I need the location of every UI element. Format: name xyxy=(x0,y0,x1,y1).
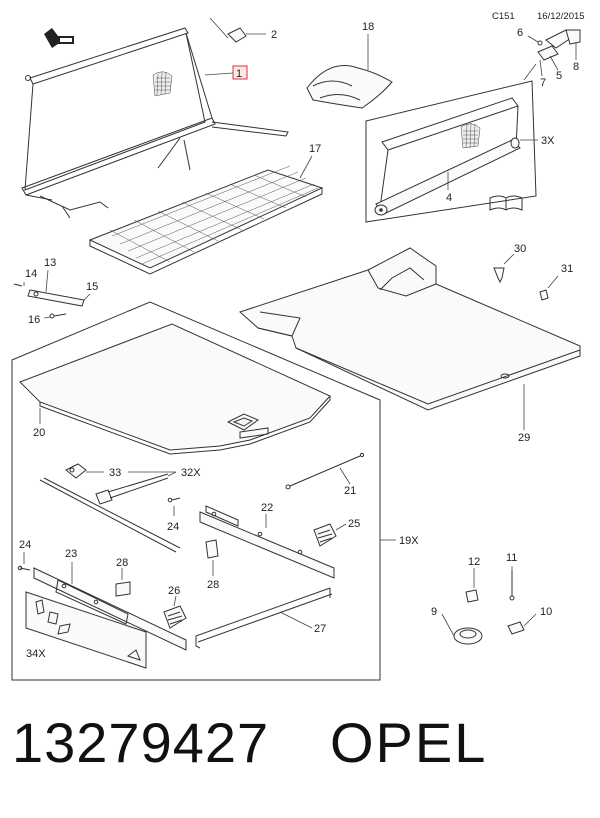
callout-17: 17 xyxy=(309,143,321,155)
group-3x-frame xyxy=(365,80,537,223)
diagram-date: 16/12/2015 xyxy=(537,11,585,22)
callout-24-upper: 24 xyxy=(167,521,179,533)
callout-4: 4 xyxy=(446,192,452,204)
part-25-latch xyxy=(313,523,347,547)
callout-31: 31 xyxy=(561,263,573,275)
callout-6: 6 xyxy=(517,27,523,39)
callout-22: 22 xyxy=(261,502,273,514)
callout-15: 15 xyxy=(86,281,98,293)
part-6-screw xyxy=(527,35,543,46)
diagram-code: C151 xyxy=(492,11,515,22)
part-10-clip xyxy=(507,613,537,635)
part-24-screw-upper xyxy=(167,497,181,516)
part-21-cable xyxy=(285,452,365,490)
callout-20: 20 xyxy=(33,427,45,439)
part-15-rail xyxy=(27,289,91,307)
part-33-hinge xyxy=(65,463,104,479)
callout-10: 10 xyxy=(540,606,552,618)
callout-1-box xyxy=(232,65,248,80)
part-11-cable xyxy=(509,566,515,601)
callout-25: 25 xyxy=(348,518,360,530)
part-34x-panel xyxy=(25,591,147,669)
callout-23: 23 xyxy=(65,548,77,560)
footer-part-number: 13279427 xyxy=(12,711,270,774)
part-1-net-partition xyxy=(21,27,289,219)
callout-28-right: 28 xyxy=(207,579,219,591)
callout-5: 5 xyxy=(556,70,562,82)
callout-11: 11 xyxy=(506,552,517,564)
callout-18: 18 xyxy=(362,21,374,33)
callout-13: 13 xyxy=(44,257,56,269)
callout-19x: 19X xyxy=(399,535,419,547)
part-29-cargo-cover xyxy=(239,247,581,430)
callout-21: 21 xyxy=(344,485,356,497)
part-4-roller-cover xyxy=(374,97,521,216)
part-31-clip xyxy=(539,275,559,301)
callout-12: 12 xyxy=(468,556,480,568)
part-20-floor-panel xyxy=(19,323,331,455)
callout-2: 2 xyxy=(271,29,277,41)
callout-24-lower: 24 xyxy=(19,539,31,551)
part-5-7-8-bracket xyxy=(523,29,581,81)
callout-9: 9 xyxy=(431,606,437,618)
part-22-rail xyxy=(199,505,335,579)
part-16-screw xyxy=(43,313,67,319)
part-18-bag xyxy=(306,34,393,109)
part-23-rail xyxy=(33,562,187,651)
callout-32x: 32X xyxy=(181,467,201,479)
part-32x-gas-strut xyxy=(39,471,181,553)
part-2-clip xyxy=(209,17,266,43)
part-17-mesh-floor xyxy=(88,155,324,275)
part-14-pin xyxy=(13,282,25,287)
part-24-screw-lower xyxy=(17,552,31,571)
callout-30: 30 xyxy=(514,243,526,255)
part-28-bracket-left xyxy=(115,568,131,597)
footer-brand: OPEL xyxy=(330,711,488,774)
part-9-grommet xyxy=(441,613,483,645)
part-26-latch xyxy=(163,595,187,629)
callout-29: 29 xyxy=(518,432,530,444)
callout-27: 27 xyxy=(314,623,326,635)
callout-1: 1 xyxy=(236,68,242,80)
callout-34x: 34X xyxy=(26,648,46,660)
direction-arrow-icon xyxy=(44,28,74,48)
part-27-rod xyxy=(195,587,333,649)
callout-3x: 3X xyxy=(541,135,555,147)
manual-book-icon xyxy=(489,195,523,211)
part-30-clip xyxy=(493,253,515,284)
callout-16: 16 xyxy=(28,314,40,326)
callout-14: 14 xyxy=(25,268,37,280)
part-28-bracket-right xyxy=(205,539,219,576)
callout-33: 33 xyxy=(109,467,121,479)
callout-7: 7 xyxy=(540,77,546,89)
callout-8: 8 xyxy=(573,61,579,73)
callout-28-left: 28 xyxy=(116,557,128,569)
part-12-clip xyxy=(465,568,479,603)
callout-26: 26 xyxy=(168,585,180,597)
